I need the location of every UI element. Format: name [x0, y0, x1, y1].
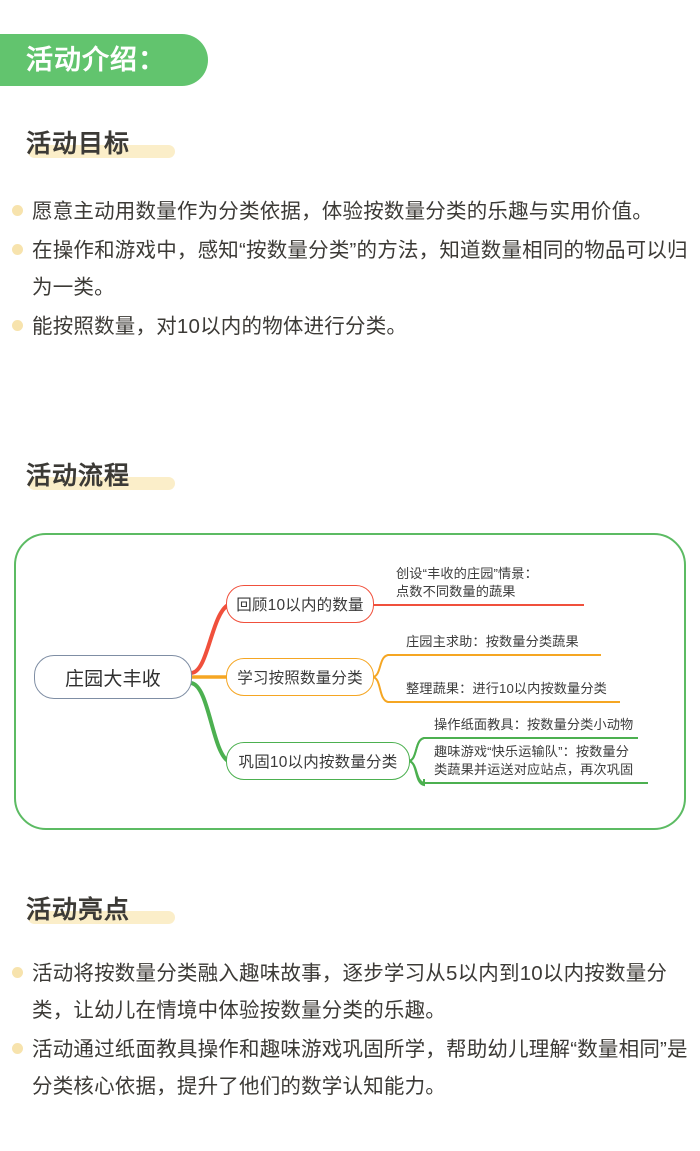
highlights-list: 活动将按数量分类融入趣味故事，逐步学习从5以内到10以内按数量分类，让幼儿在情境…: [12, 955, 688, 1107]
list-item: 活动将按数量分类融入趣味故事，逐步学习从5以内到10以内按数量分类，让幼儿在情境…: [12, 955, 688, 1029]
section-heading-flow-label: 活动流程: [26, 462, 131, 490]
heading-highlight-goals: [28, 144, 175, 158]
mindmap-branch-node-1[interactable]: 回顾10以内的数量: [226, 585, 374, 623]
mindmap-leaf-2-1: 庄园主求助：按数量分类蔬果: [406, 634, 579, 649]
heading-highlight-highlights: [28, 910, 175, 924]
list-item: 在操作和游戏中，感知“按数量分类”的方法，知道数量相同的物品可以归为一类。: [12, 232, 688, 306]
page-banner: 活动介绍：: [0, 34, 208, 86]
list-item-text: 活动将按数量分类融入趣味故事，逐步学习从5以内到10以内按数量分类，让幼儿在情境…: [32, 962, 668, 1022]
mindmap-leaf-3-2: 趣味游戏“快乐运输队”：按数量分 类蔬果并运送对应站点，再次巩固: [434, 744, 634, 777]
list-item-text: 活动通过纸面教具操作和趣味游戏巩固所学，帮助幼儿理解“数量相同”是分类核心依据，…: [32, 1038, 688, 1098]
mindmap-root-node[interactable]: 庄园大丰收: [34, 655, 192, 699]
connector-root-to-branch-1: [189, 603, 230, 675]
bullet-dot-icon: [12, 205, 23, 216]
activity-flow-mindmap: 庄园大丰收 回顾10以内的数量 创设“丰收的庄园”情景： 点数不同数量的蔬果 学…: [14, 533, 686, 830]
bullet-dot-icon: [12, 320, 23, 331]
section-heading-highlights: 活动亮点: [26, 896, 175, 925]
mindmap-leaf-2-2: 整理蔬果：进行10以内按数量分类: [406, 681, 607, 696]
connector-branch-3-bracket-lower: [408, 760, 425, 784]
bullet-dot-icon: [12, 1043, 23, 1054]
list-item-text: 在操作和游戏中，感知“按数量分类”的方法，知道数量相同的物品可以归为一类。: [32, 239, 688, 299]
mindmap-branch-label-2: 学习按照数量分类: [237, 670, 363, 687]
connector-root-to-branch-3: [189, 681, 230, 763]
mindmap-branch-node-3[interactable]: 巩固10以内按数量分类: [226, 742, 410, 780]
bullet-dot-icon: [12, 967, 23, 978]
list-item-text: 愿意主动用数量作为分类依据，体验按数量分类的乐趣与实用价值。: [32, 200, 653, 223]
mindmap-branch-node-2[interactable]: 学习按照数量分类: [226, 658, 374, 696]
section-heading-goals: 活动目标: [26, 130, 175, 159]
banner-title: 活动介绍：: [26, 44, 166, 75]
section-heading-goals-label: 活动目标: [26, 130, 131, 158]
mindmap-branch-label-3: 巩固10以内按数量分类: [238, 754, 398, 771]
heading-highlight-flow: [28, 476, 175, 490]
mindmap-connectors: [189, 603, 648, 787]
connector-branch-2-leaf-2: [371, 676, 620, 703]
list-item: 能按照数量，对10以内的物体进行分类。: [12, 308, 688, 345]
section-heading-highlights-label: 活动亮点: [26, 896, 131, 924]
mindmap-branch-label-1: 回顾10以内的数量: [236, 597, 364, 614]
connector-branch-3-bracket-upper: [407, 737, 425, 762]
section-heading-flow: 活动流程: [26, 462, 175, 491]
bullet-dot-icon: [12, 244, 23, 255]
mindmap-leaf-3-1: 操作纸面教具：按数量分类小动物: [434, 717, 634, 732]
list-item-text: 能按照数量，对10以内的物体进行分类。: [32, 315, 408, 338]
mindmap-leaf-1-1: 创设“丰收的庄园”情景： 点数不同数量的蔬果: [396, 566, 538, 599]
list-item: 愿意主动用数量作为分类依据，体验按数量分类的乐趣与实用价值。: [12, 193, 688, 230]
goals-list: 愿意主动用数量作为分类依据，体验按数量分类的乐趣与实用价值。 在操作和游戏中，感…: [12, 193, 688, 347]
list-item: 活动通过纸面教具操作和趣味游戏巩固所学，帮助幼儿理解“数量相同”是分类核心依据，…: [12, 1031, 688, 1105]
mindmap-root-label: 庄园大丰收: [64, 668, 161, 690]
connector-branch-2-leaf-1: [371, 654, 601, 678]
